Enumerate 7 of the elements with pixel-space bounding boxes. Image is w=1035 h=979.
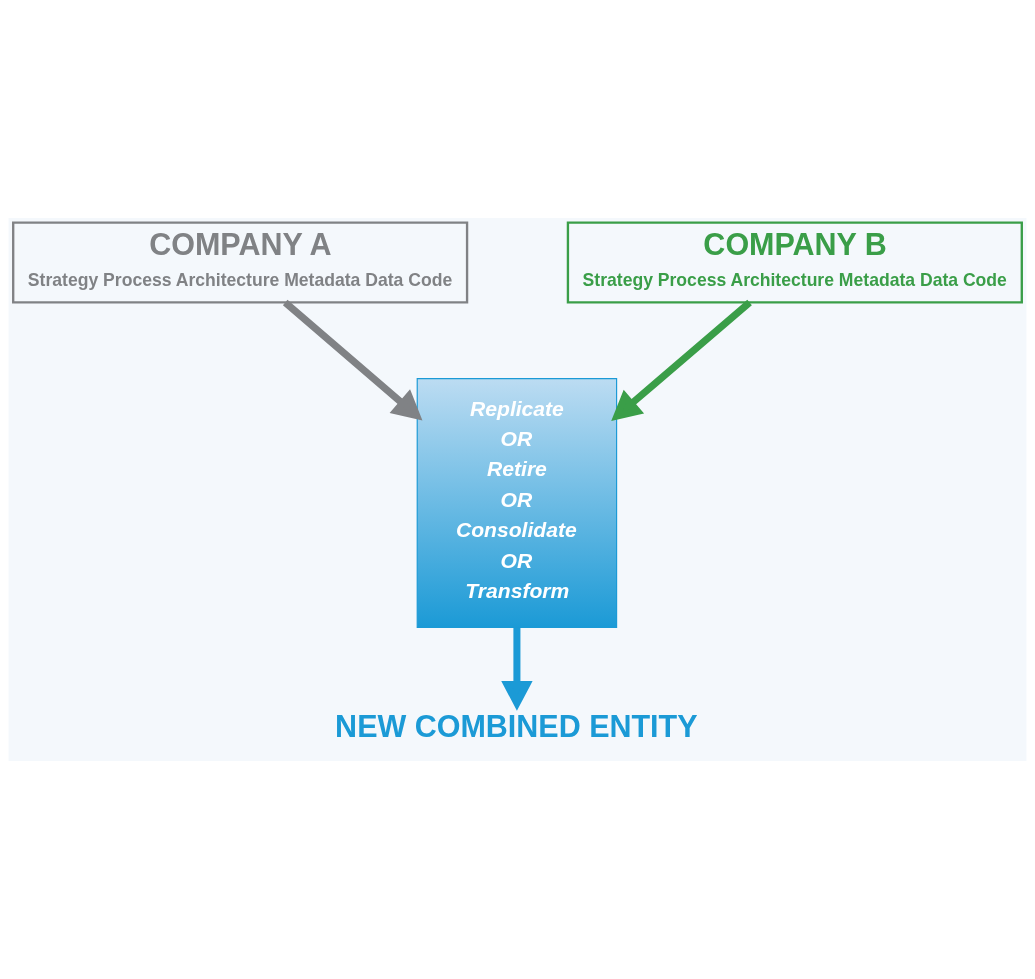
- node-box: COMPANY B Strategy Process Architecture Metadata Data Code: [566, 221, 1023, 304]
- node-box: COMPANY A Strategy Process Architecture Metadata Data Code: [12, 221, 469, 304]
- node-box: Replicate OR Retire OR Consolidate OR Transform: [416, 378, 618, 628]
- node-text: NEW COMBINED ENTITY: [335, 708, 698, 743]
- arrow: [501, 627, 533, 711]
- arrow: [611, 299, 752, 422]
- arrow: [282, 299, 423, 421]
